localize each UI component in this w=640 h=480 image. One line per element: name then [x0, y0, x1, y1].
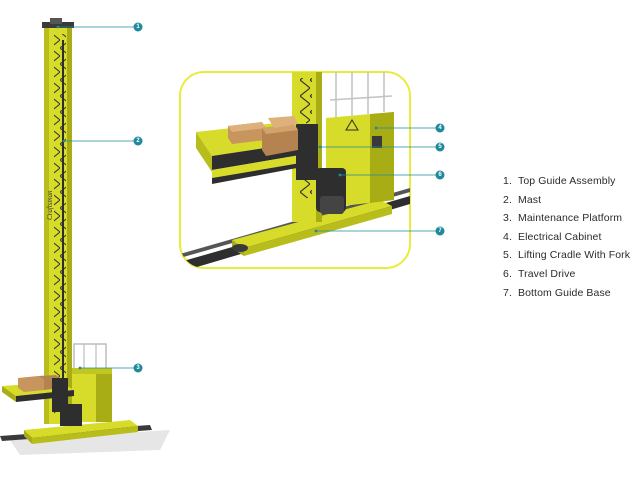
legend-item: 6. Travel Drive — [503, 265, 640, 284]
callout-badge-2: 2 — [133, 136, 143, 146]
warning-triangle-icon — [345, 119, 359, 131]
detail-railings — [329, 72, 393, 118]
callout-badge-4: 4 — [435, 123, 445, 133]
legend-item: 2. Mast — [503, 191, 640, 210]
legend-item-label: Mast — [518, 193, 542, 206]
legend-item-number: 3. — [503, 212, 512, 225]
legend-item-number: 7. — [503, 286, 512, 299]
legend-item-number: 6. — [503, 267, 512, 280]
mast-brand-text: Craftsman — [46, 190, 54, 220]
legend-item-label: Electrical Cabinet — [518, 230, 602, 243]
callout-lines-left — [58, 26, 134, 369]
svg-text:1: 1 — [136, 24, 140, 30]
callout-badge-7: 7 — [435, 226, 445, 236]
svg-text:4: 4 — [438, 125, 442, 131]
callout-badge-6: 6 — [435, 170, 445, 180]
detail-cardboard-boxes — [228, 116, 298, 156]
legend-item-number: 5. — [503, 249, 512, 262]
legend-item-number: 4. — [503, 230, 512, 243]
legend-item-number: 1. — [503, 175, 512, 187]
legend-item: 1. Top Guide Assembly — [503, 172, 640, 191]
svg-text:2: 2 — [136, 138, 140, 144]
detail-view: Craftsman — [179, 71, 411, 269]
legend-item: 7. Bottom Guide Base — [503, 284, 640, 303]
cradle-illustration-small — [2, 375, 74, 412]
legend-item: 5. Lifting Cradle With Fork — [503, 246, 640, 265]
top-guide-illustration — [42, 18, 74, 28]
legend-item-number: 2. — [503, 193, 512, 206]
legend-item: 4. Electrical Cabinet — [503, 228, 640, 247]
mast-illustration: Craftsman — [44, 26, 72, 424]
svg-text:3: 3 — [136, 365, 140, 371]
svg-text:7: 7 — [438, 228, 442, 234]
legend-item-label: Bottom Guide Base — [518, 286, 611, 299]
legend-item: 3. Maintenance Platform — [503, 209, 640, 228]
svg-text:6: 6 — [438, 172, 442, 178]
component-legend: 1. Top Guide Assembly 2. Mast 3. Maintenanc… — [503, 172, 640, 302]
legend-item-label: Travel Drive — [518, 267, 576, 280]
callout-badge-3: 3 — [133, 363, 143, 373]
legend-item-label: Maintenance Platform — [518, 212, 623, 225]
callout-anchor-dots — [56, 25, 378, 370]
bottom-base-illustration — [24, 404, 138, 444]
callout-badge-5: 5 — [435, 142, 445, 152]
legend-item-label: Lifting Cradle With Fork — [518, 249, 631, 262]
detail-travel-drive — [316, 168, 346, 214]
callout-badge-1: 1 — [133, 22, 143, 32]
legend-item-label: Top Guide Assembly — [518, 175, 616, 187]
callout-badges: 1 2 3 4 5 6 7 — [133, 22, 445, 373]
cradle-brand-text: Craftsman — [213, 154, 239, 164]
callout-lines-detail — [316, 127, 436, 232]
full-crane-illustration: Craftsman — [0, 18, 170, 455]
svg-text:5: 5 — [438, 144, 442, 150]
